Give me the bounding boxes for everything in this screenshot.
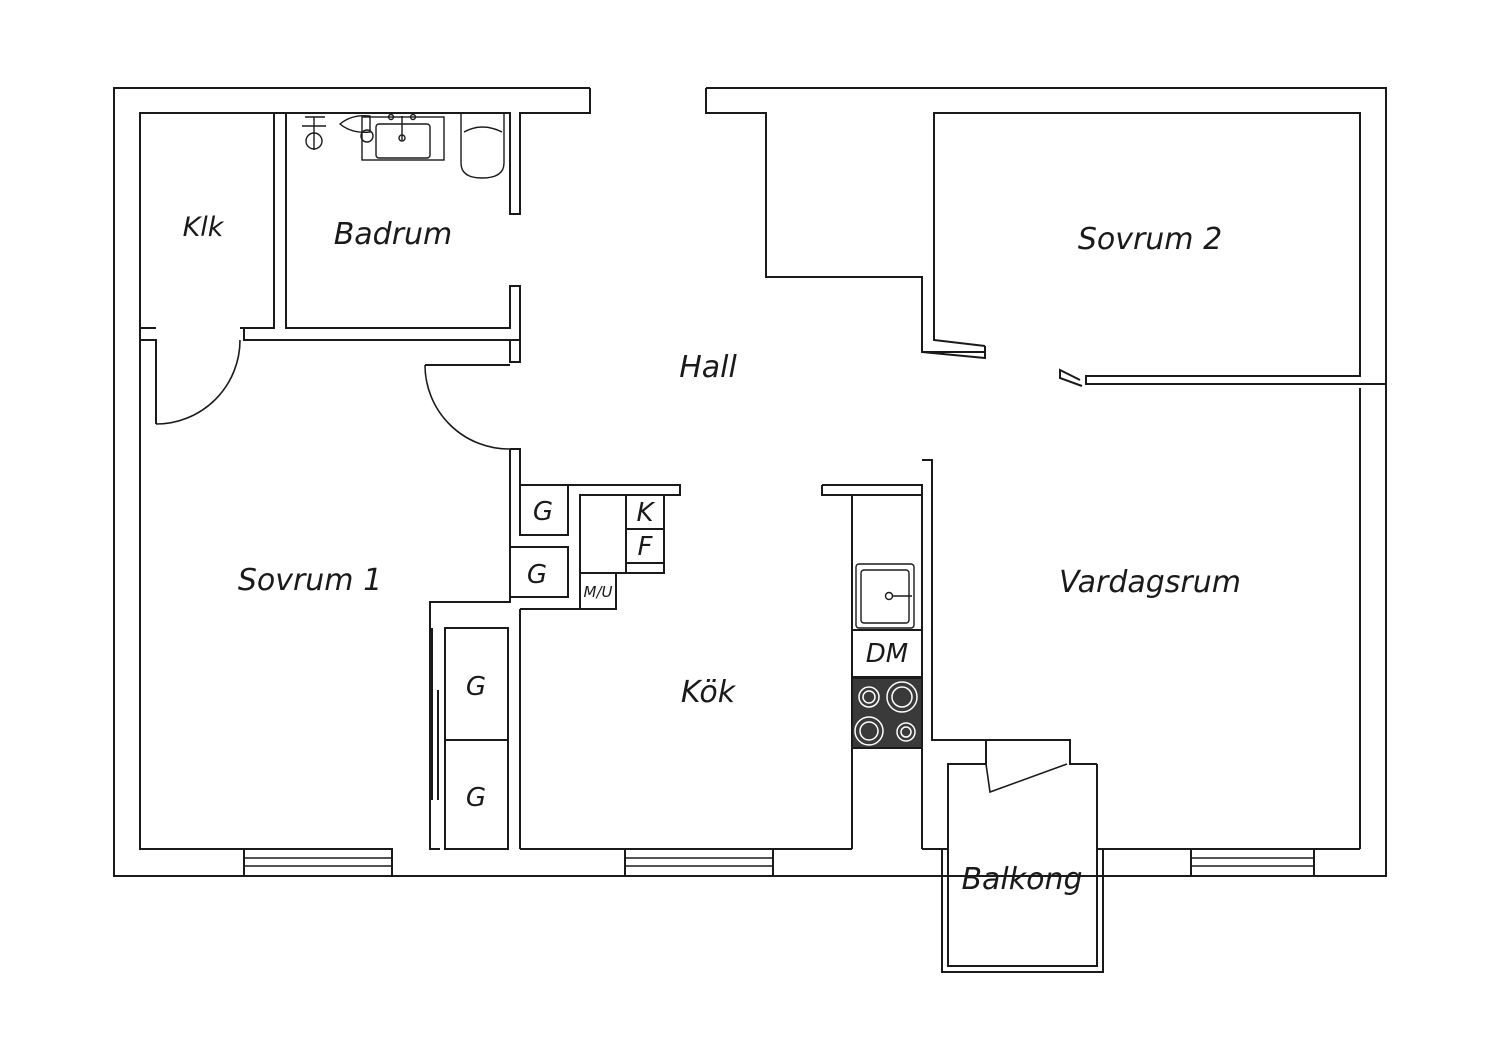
sink-icon <box>361 113 445 161</box>
label-badrum: Badrum <box>334 217 453 252</box>
sovrum2-room <box>921 112 1386 849</box>
stove-icon <box>851 677 923 749</box>
label-vardagsrum: Vardagsrum <box>1059 565 1241 600</box>
label-sovrum2: Sovrum 2 <box>1078 222 1222 257</box>
label-kok: Kök <box>681 675 737 710</box>
shower-icon <box>302 116 326 150</box>
klk-door-swing <box>155 339 241 425</box>
wardrobe-stack-sovrum1 <box>431 627 509 850</box>
kitchen-sink-icon <box>855 563 915 629</box>
window-vardagsrum <box>1190 848 1315 877</box>
kitchen-counter <box>821 459 1097 849</box>
label-wardrobe-c: G <box>466 672 486 702</box>
label-microwave-oven: M/U <box>584 583 613 601</box>
wardrobe-stack-hall <box>509 484 665 849</box>
label-wardrobe-d: G <box>466 783 486 813</box>
badrum-room <box>243 113 521 341</box>
label-wardrobe-a: G <box>533 497 553 527</box>
label-wardrobe-b: G <box>527 560 547 590</box>
label-fridge: K <box>636 498 655 528</box>
toilet-icon <box>338 114 374 143</box>
sovrum1-door-swing <box>424 364 511 450</box>
bathtub-icon <box>460 114 505 179</box>
exterior-walls <box>113 87 1387 877</box>
label-sovrum1: Sovrum 1 <box>238 563 382 598</box>
label-freezer: F <box>638 532 654 562</box>
label-hall: Hall <box>679 350 737 385</box>
window-sovrum1 <box>243 848 393 877</box>
window-kok <box>624 848 774 877</box>
klk-room <box>139 112 275 425</box>
label-klk: Klk <box>183 212 225 243</box>
vardagsrum-room <box>932 739 1360 850</box>
balcony-door-swing <box>985 763 1068 794</box>
balkong-room <box>941 849 1104 973</box>
label-dishwasher: DM <box>866 639 908 669</box>
sovrum1-room <box>139 339 681 850</box>
label-balkong: Balkong <box>961 862 1082 897</box>
